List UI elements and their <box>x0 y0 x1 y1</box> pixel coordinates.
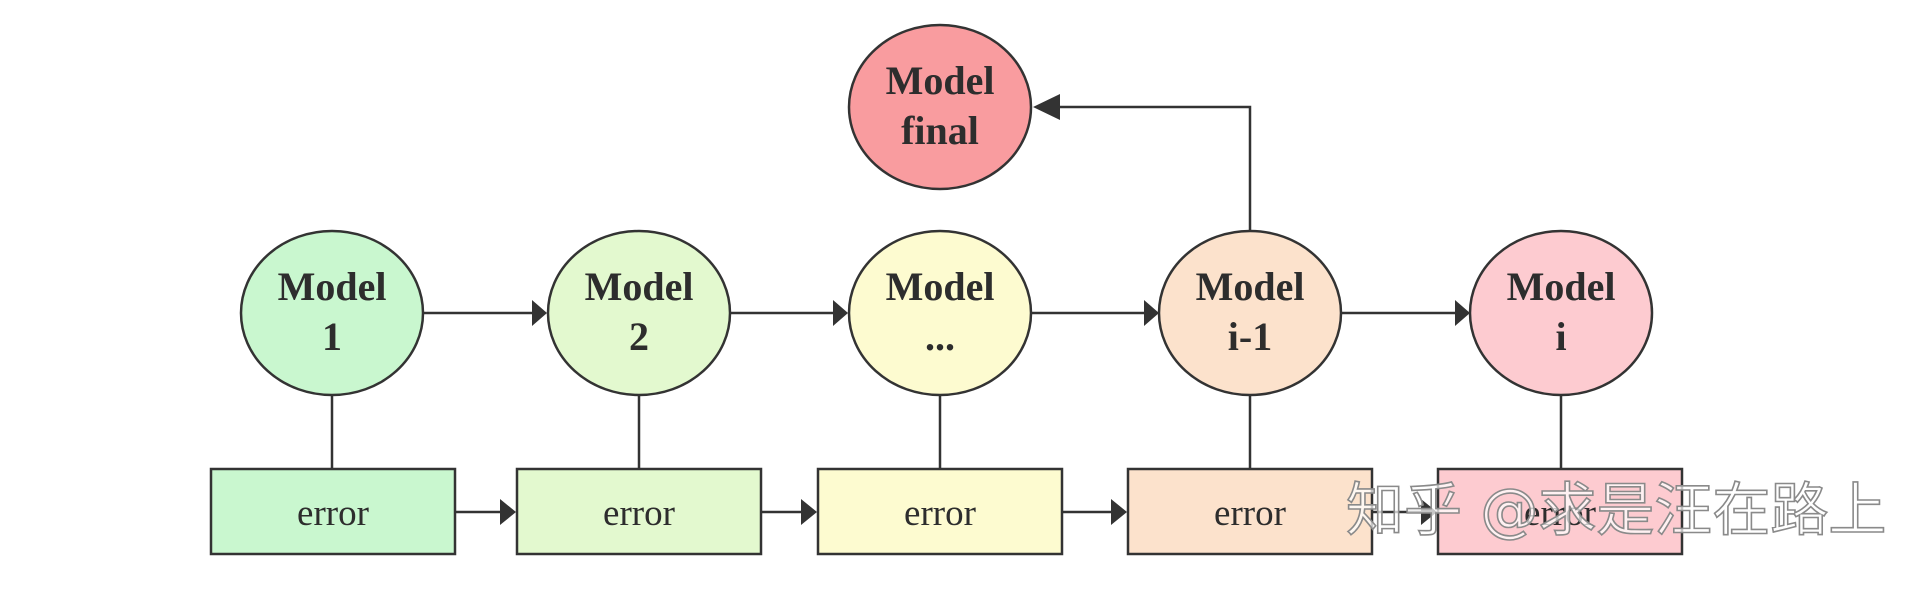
arrowhead-model3 <box>833 300 848 326</box>
model-node-4: Model i-1 <box>1157 229 1343 397</box>
model-2-line1: Model <box>585 264 694 309</box>
arrowhead-model5 <box>1455 300 1470 326</box>
arrowhead-error2 <box>500 499 516 525</box>
error-3-rect <box>816 467 1064 556</box>
error-box-5: error <box>1436 467 1684 556</box>
model-5-line1: Model <box>1507 264 1616 309</box>
error-box-3: error <box>816 467 1064 556</box>
error-5-rect <box>1436 467 1684 556</box>
model-4-circle <box>1157 229 1343 397</box>
model-3-line1: Model <box>886 264 995 309</box>
model-4-line1: Model <box>1196 264 1305 309</box>
model-node-2: Model 2 <box>546 229 732 397</box>
model-2-circle <box>546 229 732 397</box>
model-node-3: Model ... <box>847 229 1033 397</box>
error-2-rect <box>515 467 763 556</box>
model-node-5: Model i <box>1468 229 1654 397</box>
error-box-4: error <box>1126 467 1374 556</box>
error-box-1: error <box>209 467 457 556</box>
model-node-final: Model final <box>847 23 1033 191</box>
arrowhead-error3 <box>801 499 817 525</box>
error-boxes: error error error error error <box>209 467 1684 556</box>
error-4-rect <box>1126 467 1374 556</box>
model-4-line2: i-1 <box>1228 314 1272 359</box>
error-5-label: error <box>1524 493 1596 534</box>
model-1-circle <box>239 229 425 397</box>
error-3-label: error <box>904 493 976 534</box>
error-box-2: error <box>515 467 763 556</box>
model-final-line1: Model <box>886 58 995 103</box>
model-5-circle <box>1468 229 1654 397</box>
error-4-label: error <box>1214 493 1286 534</box>
model-final-circle <box>847 23 1033 191</box>
model-1-line1: Model <box>278 264 387 309</box>
model-3-circle <box>847 229 1033 397</box>
error-1-rect <box>209 467 457 556</box>
model-2-line2: 2 <box>629 314 649 359</box>
model-final-line2: final <box>901 108 979 153</box>
connectors <box>330 94 1563 525</box>
arrowhead-error5 <box>1421 499 1437 525</box>
model-1-line2: 1 <box>322 314 342 359</box>
error-1-label: error <box>297 493 369 534</box>
watermark-text: 知乎 @求是汪在路上 <box>1346 476 1886 544</box>
model-node-1: Model 1 <box>239 229 425 397</box>
model-nodes: Model 1 Model 2 Model ... Model i-1 Mode… <box>239 23 1654 397</box>
arrowhead-model2 <box>532 300 547 326</box>
arrowhead-final <box>1033 94 1060 120</box>
error-2-label: error <box>603 493 675 534</box>
model-3-line2: ... <box>925 314 955 359</box>
arrowhead-error4 <box>1111 499 1127 525</box>
model-5-line2: i <box>1555 314 1566 359</box>
arrow-model4-to-final <box>1060 105 1252 230</box>
arrowhead-model4 <box>1144 300 1159 326</box>
